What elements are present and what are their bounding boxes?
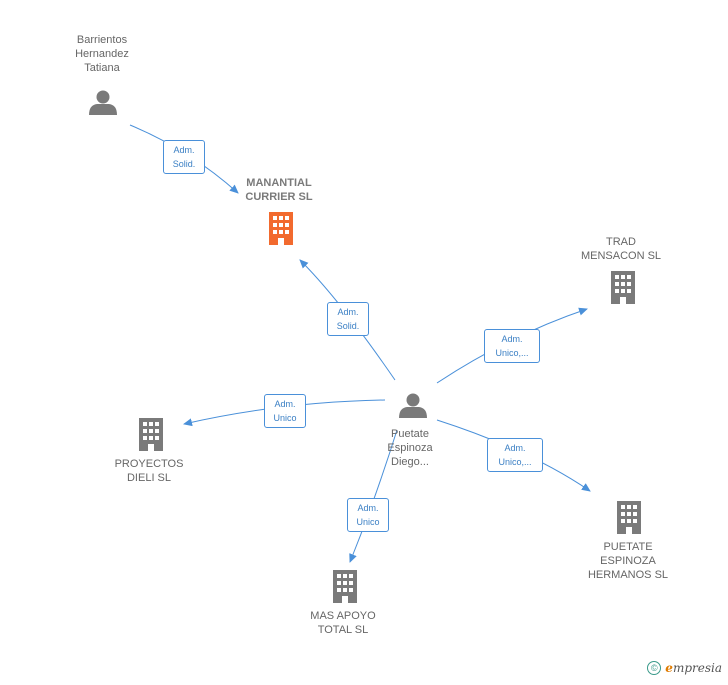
brand-rest: mpresia bbox=[672, 661, 722, 675]
building-icon bbox=[617, 501, 641, 534]
brand-logo[interactable]: empresia bbox=[665, 661, 722, 675]
footer-brand: © empresia bbox=[647, 661, 722, 675]
node-label-puetate-hermanos[interactable]: PUETATE ESPINOZA HERMANOS SL bbox=[587, 541, 669, 581]
copyright-icon: © bbox=[647, 661, 662, 675]
building-icon bbox=[611, 271, 635, 304]
node-label-barrientos[interactable]: Barrientos Hernandez Tatiana bbox=[75, 34, 129, 74]
building-icon bbox=[269, 212, 293, 245]
edge-label-box[interactable]: Adm. Solid. bbox=[327, 302, 369, 336]
edge-label-box[interactable]: Adm. Unico,... bbox=[487, 438, 543, 472]
node-label-manantial[interactable]: MANANTIAL CURRIER SL bbox=[245, 177, 313, 203]
building-icon bbox=[139, 418, 163, 451]
node-label-mas-apoyo[interactable]: MAS APOYO TOTAL SL bbox=[310, 610, 376, 636]
person-icon bbox=[89, 90, 117, 115]
brand-e: e bbox=[665, 661, 673, 675]
edge-label-box[interactable]: Adm. Solid. bbox=[163, 140, 205, 174]
node-label-proyectos[interactable]: PROYECTOS DIELI SL bbox=[114, 458, 184, 484]
person-icon bbox=[399, 393, 427, 418]
node-label-puetate[interactable]: Puetate Espinoza Diego... bbox=[387, 428, 433, 468]
node-label-trad[interactable]: TRAD MENSACON SL bbox=[580, 236, 662, 262]
edge-label-box[interactable]: Adm. Unico bbox=[264, 394, 306, 428]
edge-label-box[interactable]: Adm. Unico,... bbox=[484, 329, 540, 363]
building-icon bbox=[333, 570, 357, 603]
edge-label-box[interactable]: Adm. Unico bbox=[347, 498, 389, 532]
